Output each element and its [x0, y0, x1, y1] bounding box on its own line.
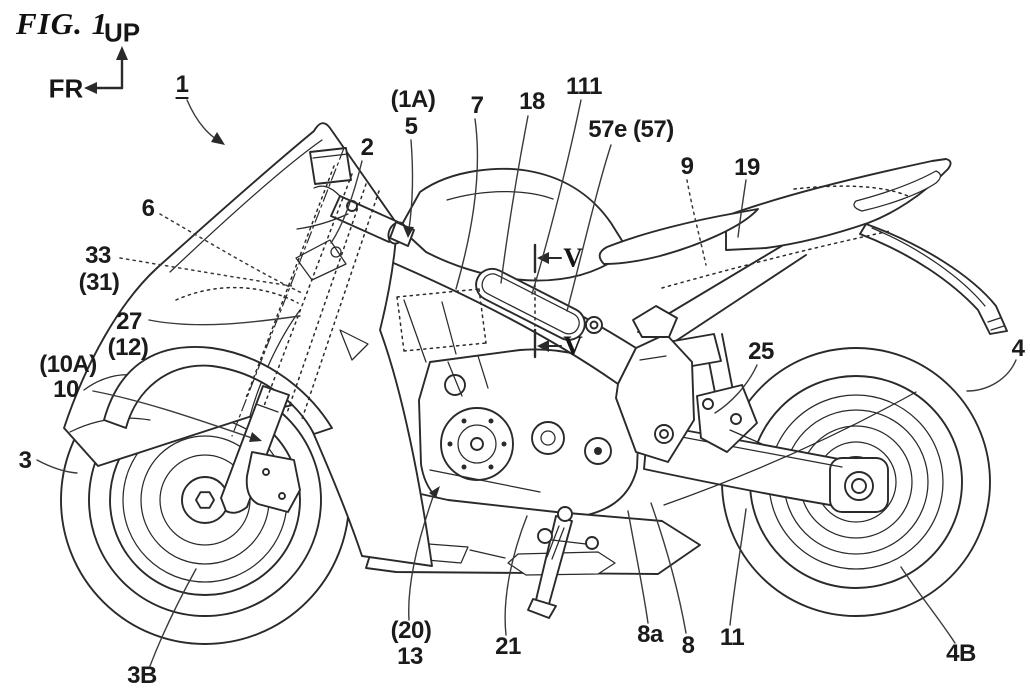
tail-cowl: [725, 158, 952, 251]
ref-label-111: 111: [566, 73, 602, 100]
axis-up-label: UP: [103, 17, 141, 48]
ref-label-11: 11: [719, 624, 745, 651]
rear-hugger: [859, 223, 1008, 335]
ref-label-10a: (10A): [39, 351, 97, 378]
orientation-axis: [84, 46, 128, 94]
section-v-upper: V: [563, 242, 583, 273]
swingarm: [643, 391, 917, 513]
figure-title: FIG. 1: [16, 6, 109, 41]
ref-label-5: 5: [404, 113, 418, 140]
ref-label-3b: 3B: [127, 662, 157, 689]
ref-label-33: 33: [85, 242, 111, 269]
ref-label-57e: 57e (57): [588, 116, 674, 143]
ref-label-4: 4: [1011, 335, 1025, 362]
leader-lines: [36, 99, 1017, 667]
seat: [598, 208, 759, 265]
kickstand: [527, 506, 599, 619]
belly-pan: [365, 488, 701, 576]
ref-label-21: 21: [495, 633, 521, 660]
front-fork: [195, 385, 301, 514]
ref-label-27: 27: [116, 308, 142, 335]
axis-fr-label: FR: [48, 73, 84, 104]
ref-label-20: (20): [390, 617, 432, 644]
ref-label-25: 25: [748, 338, 774, 365]
ref-label-1: 1: [175, 71, 189, 98]
ref-label-8a: 8a: [637, 621, 663, 648]
duct-bolt: [585, 316, 603, 334]
ref-label-13: 13: [397, 643, 423, 670]
ref-label-31: (31): [78, 269, 120, 296]
ref-label-1a: (1A): [390, 86, 436, 113]
ref-label-19: 19: [734, 154, 760, 181]
ref-label-4b: 4B: [946, 640, 976, 667]
ref-label-6: 6: [141, 195, 155, 222]
ref-label-12: (12): [107, 334, 149, 361]
ref-label-2: 2: [360, 134, 374, 161]
air-duct: [475, 267, 586, 341]
ref-label-10: 10: [53, 376, 79, 403]
ref-label-18: 18: [519, 88, 545, 115]
ref-label-3: 3: [18, 447, 32, 474]
section-v-lower: V: [563, 330, 583, 361]
ref-label-8: 8: [681, 632, 695, 659]
front-fender: [103, 346, 333, 435]
duct-bolt-center: [589, 320, 599, 330]
front-fairing: [63, 122, 433, 567]
ref-label-9: 9: [680, 153, 694, 180]
steering-axis-line: [231, 147, 345, 437]
ref-label-7: 7: [470, 92, 484, 119]
